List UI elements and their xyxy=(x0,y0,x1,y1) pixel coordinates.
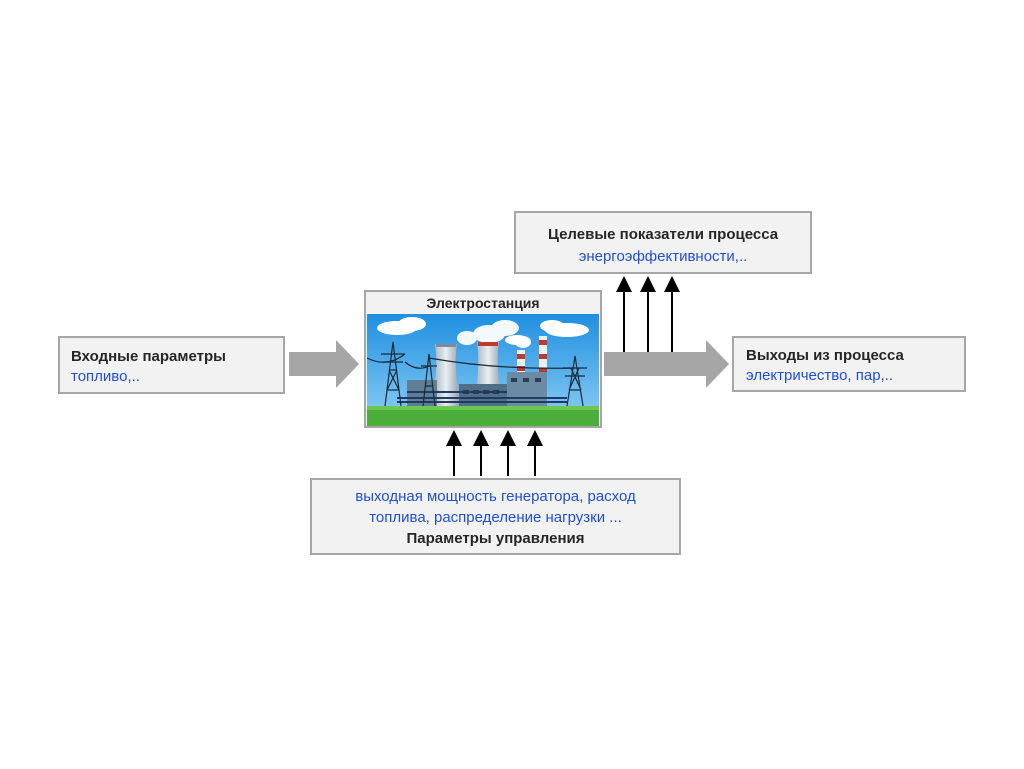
input-parameters-box: Входные параметры топливо,.. xyxy=(58,336,285,394)
target-value: энергоэффективности,.. xyxy=(578,248,748,265)
power-plant-box: Электростанция xyxy=(364,290,602,428)
output-flow-arrow xyxy=(604,340,729,388)
control-signal-arrows xyxy=(446,430,543,476)
output-title: Выходы из процесса xyxy=(746,347,904,364)
target-indicators-box: Целевые показатели процесса энергоэффект… xyxy=(514,211,812,274)
output-parameters-box: Выходы из процесса электричество, пар,.. xyxy=(732,336,966,392)
control-value-line1: выходная мощность генератора, расход xyxy=(355,488,636,505)
control-parameters-box: выходная мощность генератора, расход топ… xyxy=(310,478,681,555)
input-title: Входные параметры xyxy=(71,348,226,365)
input-value: топливо,.. xyxy=(71,368,140,385)
plant-title: Электростанция xyxy=(426,295,540,311)
control-value-line2: топлива, распределение нагрузки ... xyxy=(369,509,622,526)
target-signal-arrows xyxy=(616,276,680,352)
power-plant-illustration-icon xyxy=(367,314,599,426)
target-title: Целевые показатели процесса xyxy=(547,226,779,243)
input-flow-arrow xyxy=(289,340,359,388)
control-title: Параметры управления xyxy=(406,530,585,547)
output-value: электричество, пар,.. xyxy=(746,367,894,384)
